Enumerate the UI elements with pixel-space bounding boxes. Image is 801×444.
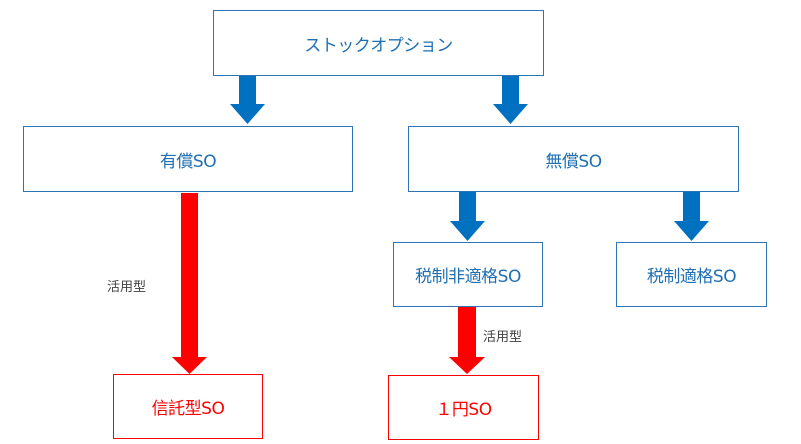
edge-label-non-qualified-to-one-yen: 活用型 — [483, 330, 523, 345]
arrow-free-to-non-qualified — [450, 192, 485, 241]
arrow-paid-to-trust — [172, 193, 207, 374]
node-one-yen-so-label: １円SO — [435, 400, 492, 420]
node-free-so-label: 無償SO — [545, 151, 602, 172]
node-paid-so: 有償SO — [23, 126, 353, 192]
node-trust-so: 信託型SO — [113, 374, 263, 439]
node-non-qualified-so-label: 税制非適格SO — [415, 267, 521, 287]
node-qualified-so: 税制適格SO — [616, 242, 767, 307]
node-paid-so-label: 有償SO — [159, 151, 217, 172]
node-qualified-so-label: 税制適格SO — [646, 267, 737, 287]
node-one-yen-so: １円SO — [388, 375, 539, 440]
edge-label-paid-to-trust: 活用型 — [107, 280, 147, 295]
node-free-so: 無償SO — [408, 126, 739, 192]
arrow-root-to-free — [493, 76, 528, 124]
arrow-root-to-paid — [230, 76, 265, 124]
node-non-qualified-so: 税制非適格SO — [393, 242, 543, 307]
node-trust-so-label: 信託型SO — [151, 399, 225, 419]
node-stock-option: ストックオプション — [213, 10, 544, 76]
arrow-free-to-qualified — [674, 192, 709, 241]
arrow-non-qualified-to-one-yen — [449, 307, 485, 374]
node-stock-option-label: ストックオプション — [304, 35, 453, 56]
